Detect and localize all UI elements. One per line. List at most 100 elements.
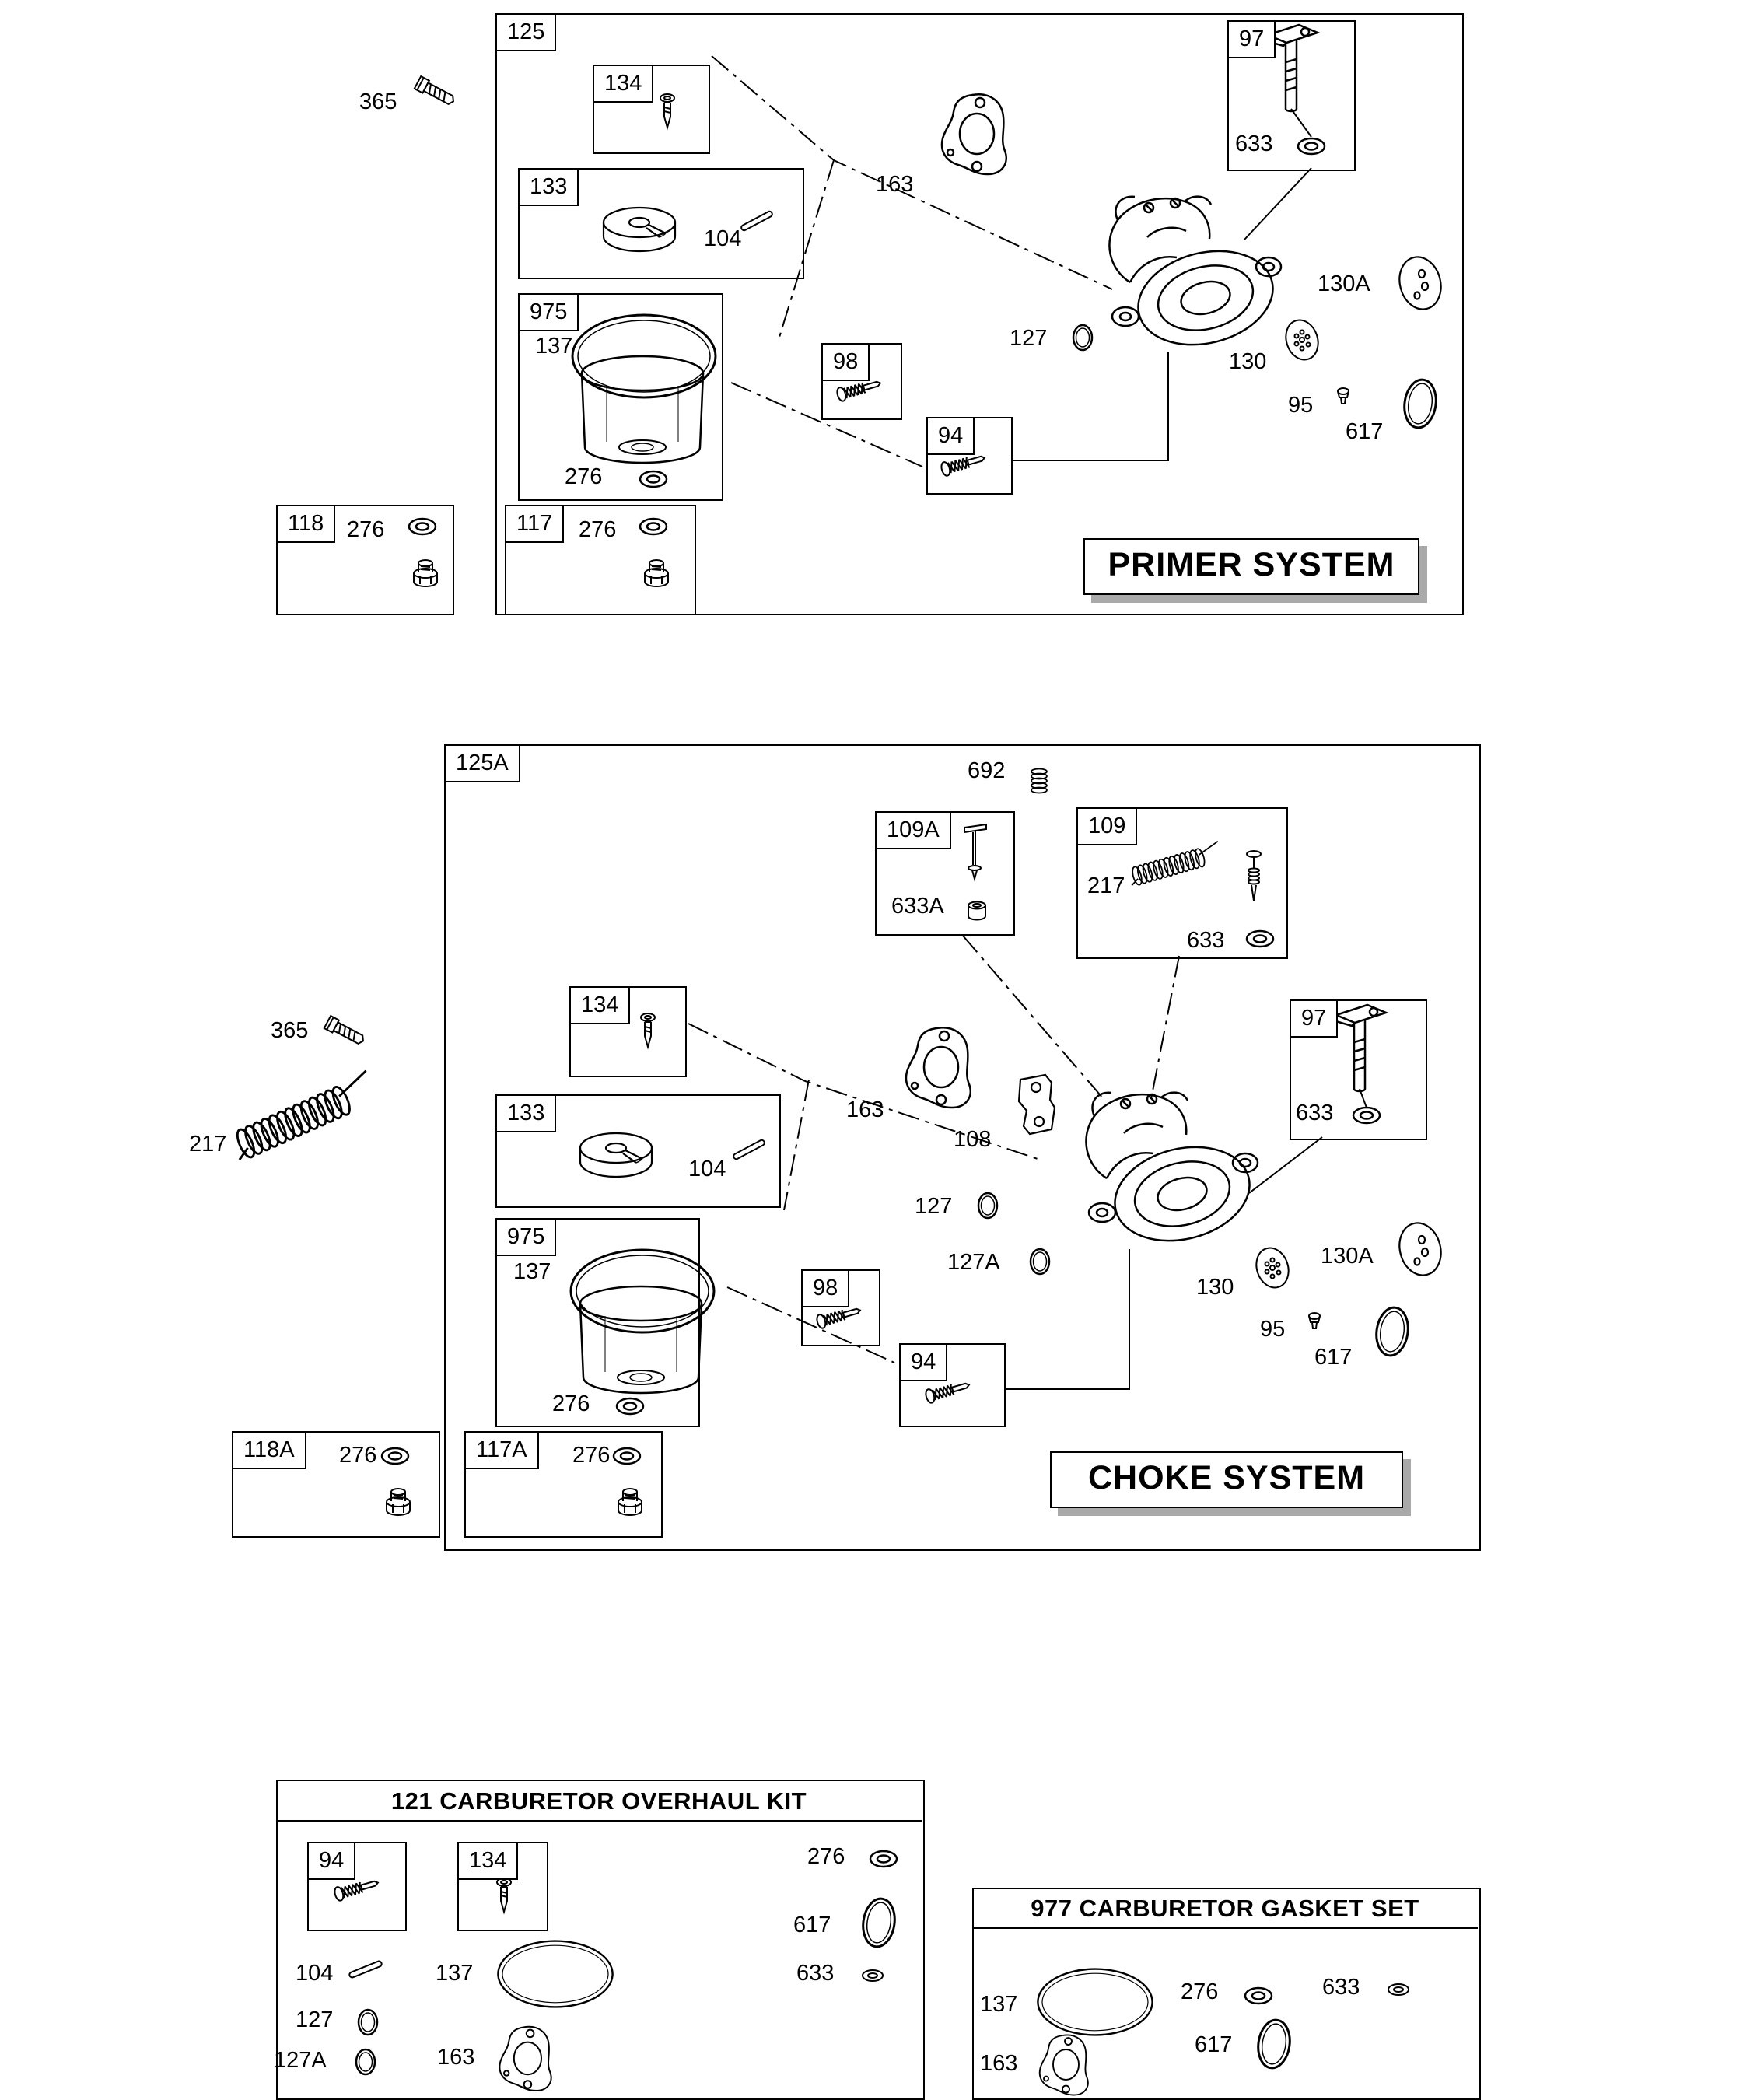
overhaul-kit-title: 121 CARBURETOR OVERHAUL KIT — [390, 1787, 807, 1815]
overhaul-kit-divider — [276, 1820, 922, 1822]
leader-line — [1290, 108, 1312, 138]
part-label-617-choke: 617 — [1314, 1345, 1353, 1370]
part-label-633-primer: 633 — [1235, 131, 1273, 156]
group-box-94-kit — [307, 1842, 407, 1931]
part-label-137-primer: 137 — [535, 334, 573, 359]
leader-line — [1248, 1136, 1323, 1194]
gasket-set-box — [972, 1888, 1481, 2100]
part-label-276-117: 276 — [579, 517, 617, 542]
part-label-276-117A: 276 — [572, 1443, 611, 1468]
part-tag-133-choke: 133 — [495, 1094, 557, 1132]
part-label-163-choke: 163 — [846, 1097, 884, 1122]
part-tag-94-primer: 94 — [926, 417, 975, 455]
part-tag-98-choke: 98 — [801, 1269, 850, 1307]
group-box-109 — [1076, 807, 1288, 959]
group-box-133-primer — [518, 168, 804, 279]
leader-line — [1005, 1249, 1130, 1390]
overhaul-kit-box — [276, 1780, 925, 2100]
part-label-617-primer: 617 — [1346, 419, 1384, 444]
part-label-127-primer: 127 — [1010, 326, 1048, 351]
part-label-617-gset: 617 — [1195, 2032, 1233, 2057]
part-tag-134-kit: 134 — [457, 1842, 519, 1880]
part-label-137-kit: 137 — [436, 1961, 474, 1986]
part-tag-975-primer: 975 — [518, 293, 579, 331]
part-tag-125: 125 — [495, 13, 557, 51]
part-tag-98-primer: 98 — [821, 343, 870, 381]
part-tag-109A: 109A — [875, 811, 951, 849]
part-tag-109: 109 — [1076, 807, 1138, 845]
gasket-set-divider — [972, 1927, 1478, 1929]
part-label-137-gset: 137 — [980, 1992, 1018, 2017]
part-label-127-kit: 127 — [296, 2007, 334, 2032]
choke-system-title: CHOKE SYSTEM — [1050, 1451, 1403, 1508]
part-label-130A-primer: 130A — [1318, 271, 1370, 296]
group-box-975-choke — [495, 1218, 700, 1427]
part-label-276-bowl-choke: 276 — [552, 1391, 590, 1416]
part-tag-94-choke: 94 — [899, 1343, 948, 1381]
part-label-104-kit: 104 — [296, 1961, 334, 1986]
primer-assembly-box — [495, 13, 1464, 615]
part-label-276-118A: 276 — [339, 1443, 377, 1468]
part-tag-97-primer: 97 — [1227, 20, 1276, 58]
leader-line — [1011, 352, 1169, 461]
part-label-137-choke: 137 — [513, 1259, 551, 1284]
part-label-163-kit: 163 — [437, 2045, 475, 2070]
leader-line — [1244, 167, 1312, 240]
part-label-217-109: 217 — [1087, 873, 1125, 898]
part-label-633-109: 633 — [1187, 928, 1225, 953]
screw-icon — [323, 1015, 368, 1048]
part-label-130-primer: 130 — [1229, 349, 1267, 374]
part-tag-133-primer: 133 — [518, 168, 579, 206]
part-label-633-kit: 633 — [796, 1961, 835, 1986]
governor-spring-icon — [226, 1069, 380, 1164]
group-box-97-primer — [1227, 20, 1356, 171]
part-label-633-choke: 633 — [1296, 1101, 1334, 1125]
part-label-127A: 127A — [947, 1250, 1000, 1275]
group-box-97-choke — [1290, 999, 1427, 1140]
group-box-975-primer — [518, 293, 723, 501]
screw-icon — [413, 75, 458, 109]
part-label-217-choke: 217 — [189, 1132, 227, 1157]
part-label-163-primer: 163 — [876, 172, 914, 197]
group-box-117A — [464, 1431, 663, 1538]
part-label-365-choke: 365 — [271, 1018, 309, 1043]
part-label-95-choke: 95 — [1260, 1317, 1286, 1342]
part-label-130-choke: 130 — [1196, 1275, 1234, 1300]
part-label-276-bowl-primer: 276 — [565, 464, 603, 489]
leader-line — [688, 1023, 1043, 1161]
group-box-118A — [232, 1431, 440, 1538]
group-box-118 — [276, 505, 454, 615]
part-label-276-118: 276 — [347, 517, 385, 542]
part-tag-134-primer: 134 — [593, 65, 654, 103]
part-tag-97-choke: 97 — [1290, 999, 1339, 1038]
part-tag-134-choke: 134 — [569, 986, 631, 1024]
leader-line — [730, 382, 923, 467]
part-label-633-gset: 633 — [1322, 1975, 1360, 2000]
part-label-365-primer: 365 — [359, 89, 397, 114]
part-label-276-gset: 276 — [1181, 1979, 1219, 2004]
part-label-163-gset: 163 — [980, 2051, 1018, 2076]
part-label-276-kit: 276 — [807, 1844, 845, 1869]
leader-line — [783, 1079, 810, 1211]
part-tag-117A: 117A — [464, 1431, 539, 1469]
part-label-692: 692 — [968, 758, 1006, 783]
part-label-127-choke: 127 — [915, 1194, 953, 1219]
part-tag-975-choke: 975 — [495, 1218, 557, 1256]
part-label-95-primer: 95 — [1288, 393, 1314, 418]
part-tag-125A: 125A — [444, 744, 520, 782]
part-label-104-primer: 104 — [704, 226, 742, 251]
part-tag-117: 117 — [505, 505, 565, 543]
part-label-130A-choke: 130A — [1321, 1244, 1374, 1269]
part-label-617-kit: 617 — [793, 1913, 831, 1937]
part-tag-94-kit: 94 — [307, 1842, 356, 1880]
part-label-104-choke: 104 — [688, 1157, 726, 1181]
leader-line — [726, 1286, 895, 1363]
choke-assembly-box — [444, 744, 1481, 1551]
part-label-633A: 633A — [891, 894, 944, 919]
leader-line — [962, 935, 1104, 1100]
group-box-94-choke — [899, 1343, 1006, 1427]
part-label-127A-kit: 127A — [274, 2048, 327, 2073]
group-box-117 — [505, 505, 696, 615]
